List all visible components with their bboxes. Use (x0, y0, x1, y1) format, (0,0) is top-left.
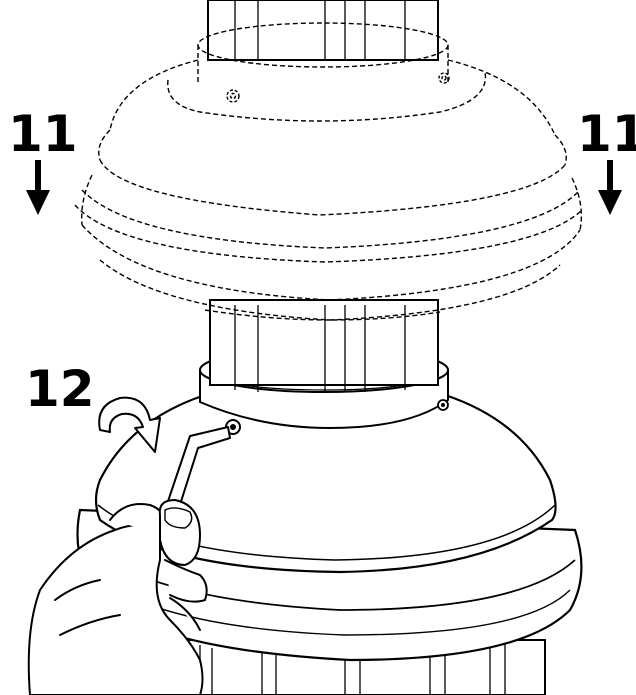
upper-pole (207, 0, 439, 61)
upper-dome-dashed (74, 22, 583, 321)
upper-set-screw-icon (226, 72, 450, 103)
down-arrow-right-icon (598, 160, 622, 215)
step-label-12: 12 (25, 360, 95, 418)
rotation-arrow-icon (98, 396, 161, 453)
step-label-11-right: 11 (577, 105, 636, 163)
hand-icon (27, 499, 208, 695)
down-arrow-left-icon (26, 160, 50, 215)
set-screw-right-icon (437, 399, 449, 411)
step-label-11-left: 11 (8, 105, 78, 163)
